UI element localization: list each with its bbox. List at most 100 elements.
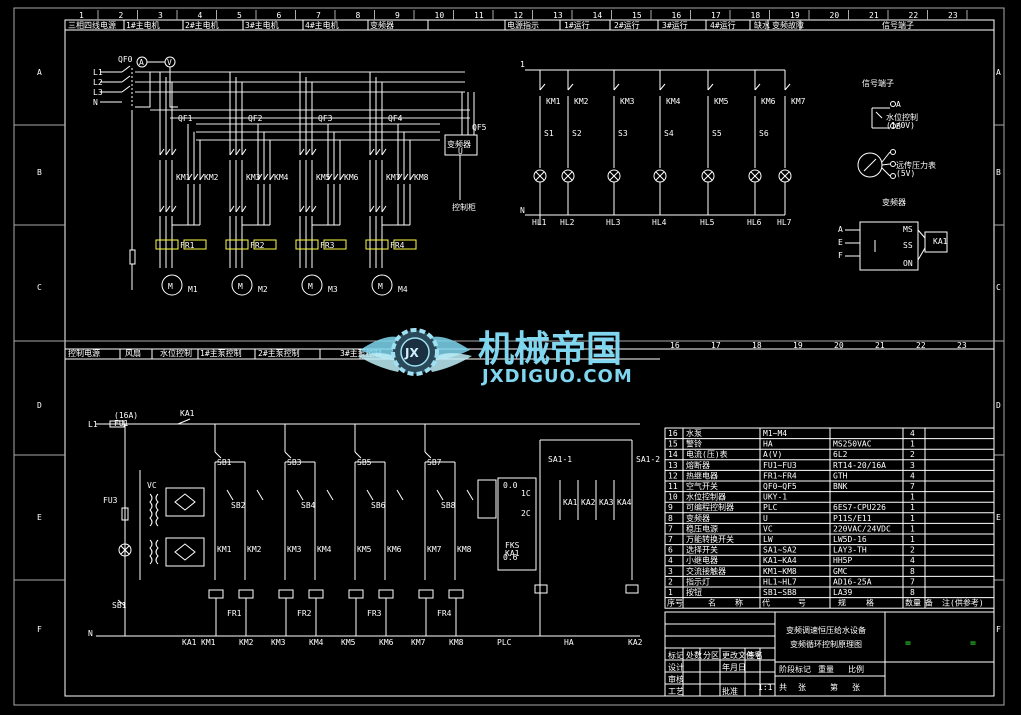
svg-text:A: A	[838, 225, 843, 234]
section-header: 3#主电机	[245, 20, 279, 30]
contactor-label: KM2	[247, 545, 262, 554]
svg-text:A: A	[896, 100, 901, 109]
watermark-en: JXDIGUO.COM	[480, 366, 633, 387]
bom-code: HL1~HL7	[763, 577, 797, 586]
bom-code: VC	[763, 524, 773, 533]
bom-name: 选择开关	[686, 545, 718, 555]
breaker-label: QF4	[388, 114, 403, 123]
svg-text:KA1: KA1	[563, 498, 578, 507]
svg-text:F: F	[838, 251, 843, 260]
svg-text:SA1-2: SA1-2	[636, 455, 660, 464]
breaker-label: QF1	[178, 114, 193, 123]
section-header: 1#运行	[564, 20, 590, 30]
contactor-label: KM7	[411, 638, 426, 647]
motor-icon: M	[378, 282, 383, 291]
column-number: 23	[957, 341, 967, 350]
bom-no: 8	[668, 514, 673, 523]
control-cabinet-label: 控制柜	[452, 202, 476, 212]
section-header: 1#主泵控制	[200, 348, 242, 358]
column-number: 16	[670, 341, 680, 350]
column-number: 17	[711, 11, 721, 20]
column-number: 11	[474, 11, 484, 20]
column-number: 2	[119, 11, 124, 20]
bom-no: 6	[668, 546, 673, 555]
column-number: 1	[79, 11, 84, 20]
bom-code: KM1~KM8	[763, 567, 797, 576]
bom-spec: LW5D-16	[833, 535, 867, 544]
bom-header-cell: 格	[866, 598, 874, 608]
contactor-label: KM4	[274, 173, 289, 182]
bom-no: 10	[668, 493, 678, 502]
svg-text:KA1: KA1	[180, 409, 195, 418]
bom-no: 3	[668, 567, 673, 576]
contact-label: KM5	[714, 97, 729, 106]
svg-text:张: 张	[798, 683, 806, 692]
svg-text:1:1: 1:1	[758, 683, 773, 692]
row-label: C	[996, 283, 1001, 292]
column-number: 22	[909, 11, 919, 20]
thermal-relay-label: FR1	[227, 609, 242, 618]
button-label: SB6	[371, 501, 386, 510]
bom-no: 1	[668, 588, 673, 597]
column-number: 10	[435, 11, 445, 20]
title-block-cell: 更改文件号	[722, 650, 762, 660]
contactor-label: KM3	[271, 638, 286, 647]
water-level-label: 水位控制	[886, 112, 918, 122]
switch-label: S4	[664, 129, 674, 138]
section-header: 1#主电机	[126, 20, 160, 30]
lamp-label: HL7	[777, 218, 792, 227]
phase-label: N	[93, 98, 98, 107]
section-header: 风扇	[125, 348, 141, 358]
bom-name: 熔断器	[686, 460, 710, 470]
contactor-label: KM3	[287, 545, 302, 554]
svg-text:共: 共	[779, 683, 787, 692]
svg-text:KA1: KA1	[505, 549, 520, 558]
section-header: 3#主泵控制	[340, 348, 382, 358]
bom-spec: 6L2	[833, 450, 848, 459]
bom-qty: 1	[910, 440, 915, 449]
bom-name: 变频器	[686, 513, 710, 523]
bom-spec: 220VAC/24VDC	[833, 524, 891, 533]
contactor-label: KM7	[427, 545, 442, 554]
watermark-logo: JX 机械帝国 JXDIGUO.COM	[358, 328, 633, 387]
svg-text:PLC: PLC	[497, 638, 512, 647]
section-header: 电源指示	[507, 20, 539, 30]
section-header: 变频器	[370, 20, 394, 30]
motor-icon: M	[168, 282, 173, 291]
row-label: B	[996, 168, 1001, 177]
drawing-title-line2: 变频循环控制原理图	[790, 639, 862, 649]
column-number: 9	[395, 11, 400, 20]
section-header: 2#主电机	[185, 20, 219, 30]
row-label: C	[37, 283, 42, 292]
bom-name: 水位控制器	[686, 492, 726, 502]
contact-label: KM3	[620, 97, 635, 106]
bom-no: 13	[668, 461, 678, 470]
bom-qty: 8	[910, 567, 915, 576]
main-power-circuit: L1 L2 L3 N QF0 A V	[93, 55, 487, 296]
svg-text:比例: 比例	[848, 664, 864, 674]
switch-label: S6	[759, 129, 769, 138]
bom-spec: P11S/E11	[833, 514, 872, 523]
signal-terminal-block: 信号端子 A B 水位控制 (1/0V) 远传压力表 (5V) 变频器	[838, 78, 948, 271]
bom-qty: 4	[910, 471, 915, 480]
phase-label: L2	[93, 78, 103, 87]
column-number: 21	[875, 341, 885, 350]
svg-text:KA3: KA3	[599, 498, 614, 507]
thermal-relay-label: FR3	[367, 609, 382, 618]
inverter-label: 变频器	[447, 139, 471, 149]
contactor-label: KM8	[414, 173, 429, 182]
svg-text:SA1-1: SA1-1	[548, 455, 572, 464]
green-mark: =	[970, 638, 976, 649]
thermal-relay-label: FR2	[297, 609, 312, 618]
contactor-label: KM2	[204, 173, 219, 182]
